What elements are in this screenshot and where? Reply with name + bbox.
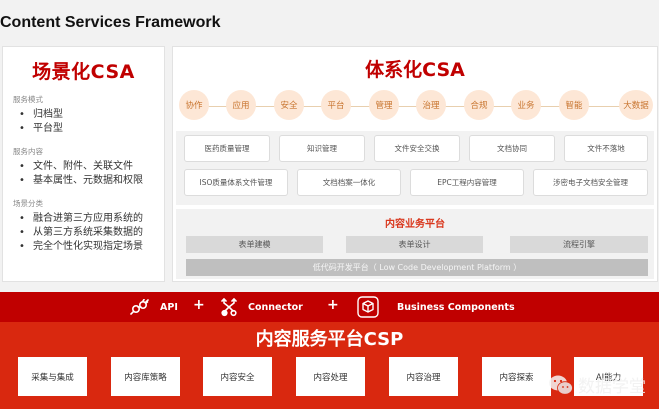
service-mode-list: 归档型 平台型 (19, 108, 164, 136)
form-design-cell: 表单设计 (346, 236, 483, 253)
cube-icon (357, 296, 379, 318)
page-title: Content Services Framework (0, 14, 221, 31)
chain-node-compliance: 合规 (464, 90, 494, 120)
solutions-grid: 医药质量管理 知识管理 文件安全交换 文档协同 文件不落地 ISO质量体系文件管… (176, 131, 654, 205)
solution-tile[interactable]: 文档协同 (469, 135, 555, 162)
business-platform-title: 内容业务平台 (385, 219, 445, 230)
service-mode-label: 服务模式 (13, 95, 43, 104)
scenario-csa-panel: 场景化CSA 服务模式 归档型 平台型 服务内容 文件、附件、关联文件 基本属性… (2, 46, 165, 282)
content-business-platform: 内容业务平台 表单建模 表单设计 流程引擎 低代码开发平台（ Low Code … (176, 209, 654, 279)
api-label: API (160, 301, 178, 313)
scenario-csa-title: 场景化CSA (32, 61, 135, 83)
plus-separator: + (327, 297, 339, 313)
business-components-item: Business Components (357, 292, 515, 322)
content-service-platform: 内容服务平台CSP 采集与集成 内容库策略 内容安全 内容处理 内容治理 内容探… (0, 322, 659, 409)
solution-tile[interactable]: 文档档案一体化 (297, 169, 401, 196)
solution-tile[interactable]: 医药质量管理 (184, 135, 270, 162)
solution-tile[interactable]: EPC工程内容管理 (410, 169, 524, 196)
list-item: 归档型 (19, 108, 164, 122)
integration-bar: API + Connector + Business Components (0, 292, 659, 322)
chain-node-platform: 平台 (321, 90, 351, 120)
solution-tile[interactable]: 文件不落地 (564, 135, 648, 162)
low-code-platform-bar: 低代码开发平台（ Low Code Development Platform ） (186, 259, 648, 276)
plus-separator: + (193, 297, 205, 313)
solution-tile[interactable]: ISO质量体系文件管理 (184, 169, 288, 196)
title-bar: Content Services Framework (0, 0, 659, 44)
csp-module-processing[interactable]: 内容处理 (296, 357, 365, 396)
service-content-label: 服务内容 (13, 147, 43, 156)
solution-tile[interactable]: 知识管理 (279, 135, 365, 162)
solution-tile[interactable]: 文件安全交换 (374, 135, 460, 162)
form-modeling-cell: 表单建模 (186, 236, 323, 253)
list-item: 完全个性化实现指定场景 (19, 240, 164, 254)
csp-module-exploration[interactable]: 内容探索 (482, 357, 551, 396)
service-content-list: 文件、附件、关联文件 基本属性、元数据和权限 (19, 160, 164, 188)
capability-chain: 协作 应用 安全 平台 管理 治理 合规 业务 智能 大数据 (179, 90, 653, 122)
chain-node-intelligence: 智能 (559, 90, 589, 120)
list-item: 文件、附件、关联文件 (19, 160, 164, 174)
scenario-category-list: 融合进第三方应用系统的 从第三方系统采集数据的 完全个性化实现指定场景 (19, 212, 164, 254)
scenario-category-label: 场景分类 (13, 199, 43, 208)
systematic-csa-panel: 体系化CSA 协作 应用 安全 平台 管理 治理 合规 业务 智能 大数据 医药… (172, 46, 658, 282)
systematic-csa-title: 体系化CSA (365, 59, 465, 81)
chain-node-governance: 治理 (416, 90, 446, 120)
connector-item: Connector (220, 292, 303, 322)
chain-node-application: 应用 (226, 90, 256, 120)
chain-node-collaboration: 协作 (179, 90, 209, 120)
solution-tile[interactable]: 涉密电子文档安全管理 (533, 169, 648, 196)
business-components-label: Business Components (397, 301, 515, 313)
chain-node-business: 业务 (511, 90, 541, 120)
list-item: 平台型 (19, 122, 164, 136)
connector-icon (221, 297, 237, 317)
csp-module-capture[interactable]: 采集与集成 (18, 357, 87, 396)
csp-module-ai[interactable]: AI能力 (574, 357, 643, 396)
list-item: 融合进第三方应用系统的 (19, 212, 164, 226)
chain-node-big-data: 大数据 (619, 90, 653, 120)
chain-node-security: 安全 (274, 90, 304, 120)
csp-module-security[interactable]: 内容安全 (203, 357, 272, 396)
chain-node-management: 管理 (369, 90, 399, 120)
connector-label: Connector (248, 301, 303, 313)
watermark-text: 数据学堂 (578, 377, 646, 397)
list-item: 从第三方系统采集数据的 (19, 226, 164, 240)
wechat-icon (549, 375, 573, 395)
csp-module-repository-policy[interactable]: 内容库策略 (111, 357, 180, 396)
api-item: API (130, 292, 178, 322)
watermark: 数据学堂 (548, 372, 646, 397)
csp-module-governance[interactable]: 内容治理 (389, 357, 458, 396)
plug-icon (130, 299, 149, 315)
workflow-engine-cell: 流程引擎 (510, 236, 648, 253)
list-item: 基本属性、元数据和权限 (19, 174, 164, 188)
csp-title: 内容服务平台CSP (255, 329, 404, 350)
